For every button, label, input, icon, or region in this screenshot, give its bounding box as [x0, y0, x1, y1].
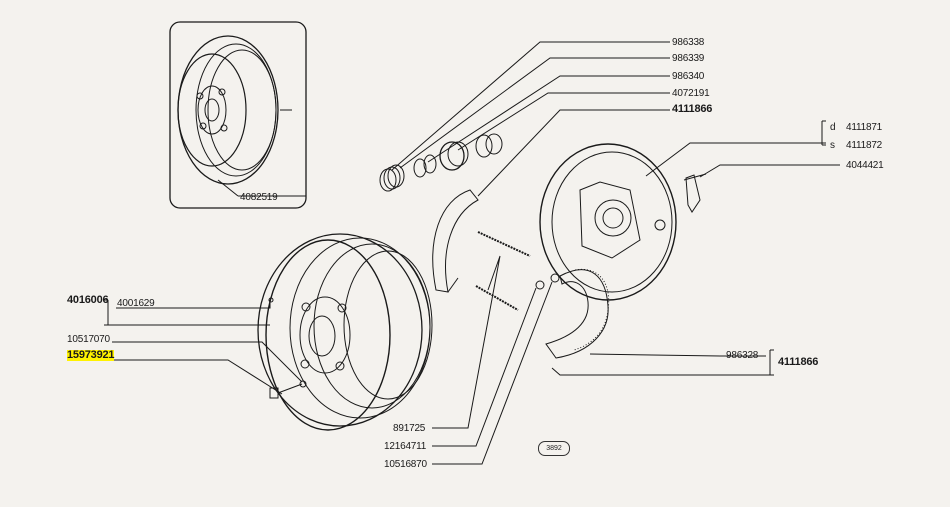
return-springs	[475, 231, 531, 311]
inset-drum-view	[169, 21, 307, 209]
label-d: d	[830, 122, 836, 133]
label-4001629: 4001629	[117, 298, 155, 309]
label-12164711: 12164711	[384, 441, 427, 452]
label-986338: 986338	[672, 37, 705, 48]
brake-drum	[257, 233, 433, 431]
label-986328: 986328	[726, 350, 759, 361]
handbrake-lever	[683, 173, 707, 213]
label-4111866-top: 4111866	[672, 103, 713, 115]
label-10516870: 10516870	[384, 459, 427, 470]
label-4111872: 4111872	[846, 140, 883, 151]
label-986340: 986340	[672, 71, 705, 82]
label-4111866-bottom: 4111866	[778, 356, 819, 368]
label-15973921-highlighted: 15973921	[67, 349, 115, 361]
wheel-cylinder-parts	[379, 133, 503, 192]
label-10517070: 10517070	[67, 334, 110, 345]
label-4111871: 4111871	[846, 122, 883, 133]
label-4044421: 4044421	[846, 160, 884, 171]
label-986339: 986339	[672, 53, 705, 64]
label-4016006: 4016006	[67, 294, 109, 306]
backing-plate	[539, 143, 677, 301]
figure-number-badge: 3892	[538, 441, 570, 456]
left-brake-shoe	[432, 189, 479, 293]
right-brake-shoe	[545, 268, 610, 359]
label-s: s	[830, 140, 835, 151]
label-4072191: 4072191	[672, 88, 710, 99]
label-891725: 891725	[393, 423, 426, 434]
label-4082519: 4082519	[240, 192, 278, 203]
bolt	[269, 380, 307, 399]
